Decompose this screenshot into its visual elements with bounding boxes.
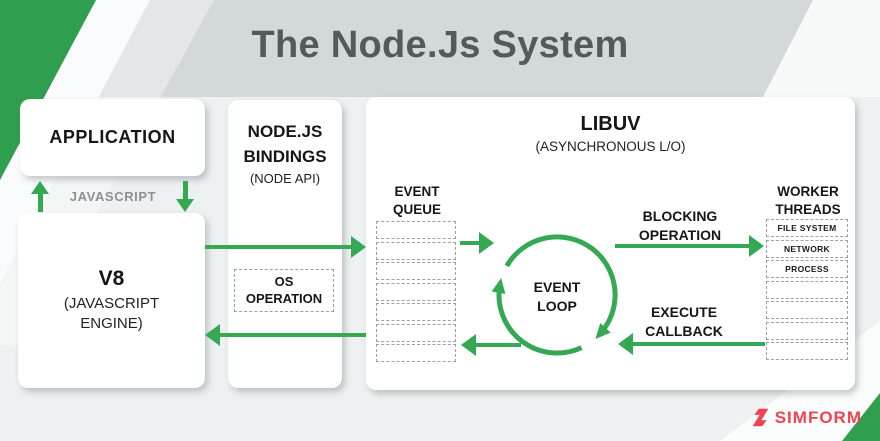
event-loop-cycle-icon [491, 234, 618, 356]
libuv-subtitle: (ASYNCHRONOUS L/O) [535, 139, 686, 154]
v8-subtitle: (JAVASCRIPT ENGINE) [63, 294, 160, 332]
simform-logo: SIMFORM [750, 407, 862, 428]
os-operation-label: OS OPERATION [245, 274, 323, 306]
event-queue-stack [376, 221, 456, 365]
os-operation-box: OS OPERATION [234, 269, 334, 312]
queue-slot [376, 344, 456, 362]
libuv-box: LIBUV (ASYNCHRONOUS L/O) EVENT QUEUE [366, 97, 855, 390]
queue-to-loop-arrow [460, 230, 494, 256]
queue-slot [376, 282, 456, 301]
queue-slot [376, 303, 456, 321]
queue-slot [376, 221, 456, 239]
event-loop-label: EVENT LOOP [533, 279, 581, 314]
bindings-title: NODE.JS BINDINGS [243, 122, 327, 166]
worker-slot [766, 301, 848, 319]
v8-box: V8 (JAVASCRIPT ENGINE) [18, 213, 205, 388]
javascript-label: JAVASCRIPT [69, 189, 157, 204]
worker-slot-network: NETWORK [766, 239, 848, 258]
worker-slot [766, 321, 848, 340]
nodejs-bindings-box: NODE.JS BINDINGS (NODE API) OS OPERATION [228, 100, 342, 388]
v8-to-libuv-arrow [205, 234, 366, 260]
queue-slot [376, 262, 456, 280]
libuv-title: LIBUV [580, 113, 641, 135]
simform-logo-text: SIMFORM [774, 407, 862, 427]
worker-slot [766, 342, 848, 360]
page-title: The Node.Js System [251, 24, 629, 66]
worker-slot-process: PROCESS [766, 260, 848, 278]
worker-slot-file-system: FILE SYSTEM [766, 219, 848, 237]
queue-slot [376, 241, 456, 260]
application-label: APPLICATION [49, 127, 176, 147]
libuv-to-v8-arrow [205, 322, 366, 348]
loop-to-queue-arrow [461, 332, 521, 358]
worker-threads-label: WORKER THREADS [775, 184, 841, 218]
execute-callback-label: EXECUTE CALLBACK [645, 304, 723, 339]
execute-callback-arrow [618, 331, 765, 357]
queue-slot [376, 323, 456, 342]
worker-slot [766, 280, 848, 299]
blocking-operation-label: BLOCKING OPERATION [638, 208, 722, 243]
blocking-operation-arrow [615, 233, 764, 259]
libuv-header: LIBUV (ASYNCHRONOUS L/O) [366, 113, 855, 154]
javascript-up-arrow [31, 181, 49, 212]
v8-title: V8 [98, 266, 125, 290]
bindings-subtitle: (NODE API) [249, 171, 321, 187]
worker-threads-stack: FILE SYSTEM NETWORK PROCESS [766, 219, 848, 363]
simform-logo-icon [752, 408, 769, 427]
event-queue-label: EVENT QUEUE [392, 184, 441, 218]
application-box: APPLICATION [20, 99, 205, 176]
javascript-down-arrow [176, 181, 194, 212]
